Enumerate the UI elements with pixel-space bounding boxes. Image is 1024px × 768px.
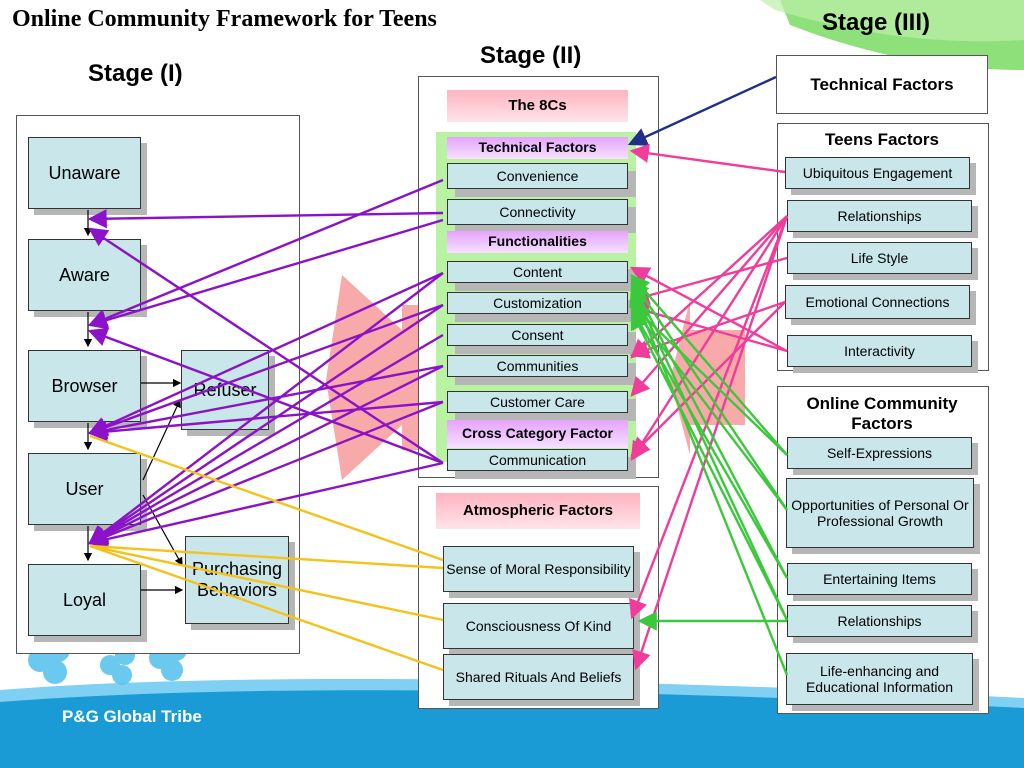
ocf-life-enhancing-information: Life-enhancing and Educational Informati… xyxy=(786,653,973,705)
header-technical-factors: Technical Factors xyxy=(447,137,628,159)
node-loyal: Loyal xyxy=(28,564,141,636)
teens-factors-title: Teens Factors xyxy=(824,130,939,149)
teen-relationships: Relationships xyxy=(787,200,972,232)
node-purchasing-behaviors: Purchasing Behaviors xyxy=(185,536,289,624)
footer-brand: P&G Global Tribe xyxy=(62,707,202,726)
item-customization: Customization xyxy=(447,292,628,314)
item-communication: Communication xyxy=(447,449,628,471)
node-user: User xyxy=(28,453,141,525)
green-swoosh-light xyxy=(760,0,1024,42)
footer-band xyxy=(0,688,1024,768)
teen-life-style: Life Style xyxy=(787,242,972,274)
item-customer-care: Customer Care xyxy=(447,391,628,413)
ocf-entertaining-items: Entertaining Items xyxy=(787,563,972,595)
ocf-self-expressions: Self-Expressions xyxy=(787,437,972,469)
teen-ubiquitous-engagement: Ubiquitous Engagement xyxy=(785,157,970,189)
item-communities: Communities xyxy=(447,355,628,377)
item-sense-of-moral-responsibility: Sense of Moral Responsibility xyxy=(443,546,634,592)
ocf-relationships: Relationships xyxy=(787,605,972,637)
item-convenience: Convenience xyxy=(447,163,628,189)
page-title: Online Community Framework for Teens xyxy=(12,6,437,32)
node-refuser: Refuser xyxy=(181,350,269,430)
pink-arrow-left xyxy=(326,275,418,480)
header-atmospheric-factors: Atmospheric Factors xyxy=(436,493,640,529)
footer-band-light xyxy=(0,678,1024,708)
ocf-personal-professional-growth: Opportunities of Personal Or Professiona… xyxy=(786,478,974,548)
node-unaware: Unaware xyxy=(28,137,141,209)
node-aware: Aware xyxy=(28,239,141,311)
pink-arrow-right xyxy=(670,300,745,455)
item-connectivity: Connectivity xyxy=(447,199,628,225)
header-cross-category-factor: Cross Category Factor xyxy=(447,420,628,448)
header-functionalities: Functionalities xyxy=(447,231,628,253)
item-content: Content xyxy=(447,261,628,283)
teen-interactivity: Interactivity xyxy=(787,335,972,367)
node-browser: Browser xyxy=(28,350,141,422)
stage3-label: Stage (III) xyxy=(822,9,931,36)
header-8cs: The 8Cs xyxy=(447,90,628,122)
stage2-label: Stage (II) xyxy=(480,42,582,69)
item-consciousness-of-kind: Consciousness Of Kind xyxy=(443,603,634,649)
stage1-label: Stage (I) xyxy=(88,60,183,87)
stage3-technical-factors: Technical Factors xyxy=(776,55,988,114)
online-community-factors-title: Online Community Factors xyxy=(806,394,958,434)
teen-emotional-connections: Emotional Connections xyxy=(785,285,970,319)
item-consent: Consent xyxy=(447,324,628,346)
item-shared-rituals-and-beliefs: Shared Rituals And Beliefs xyxy=(443,654,634,700)
